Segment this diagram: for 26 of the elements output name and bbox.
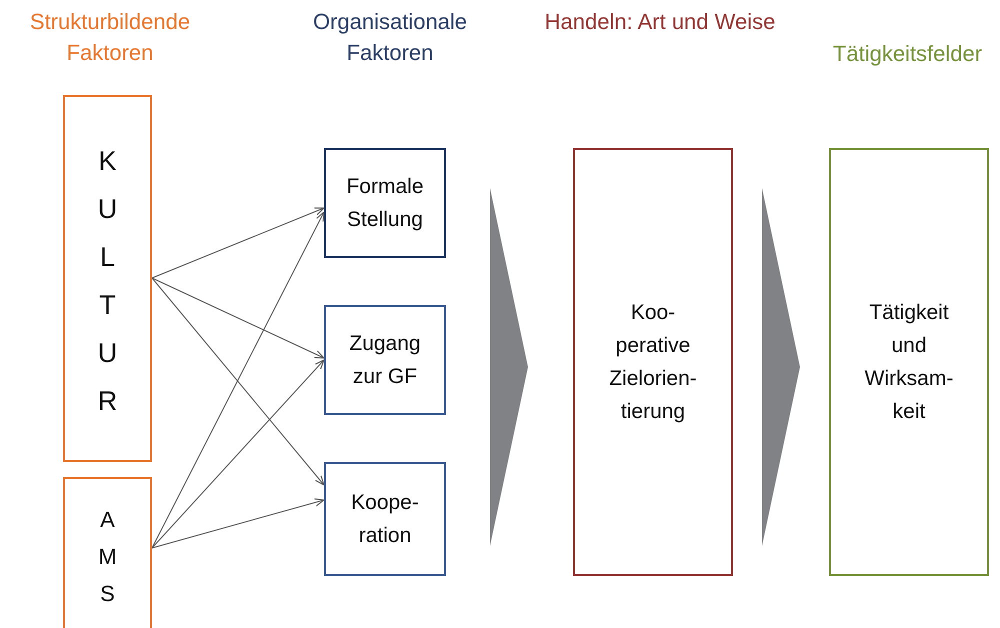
box-text: Zugang zur GF xyxy=(348,331,422,390)
arrow xyxy=(152,207,325,278)
chevron-triangle xyxy=(762,188,800,546)
box-text: Formale Stellung xyxy=(345,174,425,233)
box-text: K U L T U R xyxy=(96,145,118,418)
column-heading: Handeln: Art und Weise xyxy=(544,8,776,36)
ams-box xyxy=(63,477,152,628)
culture-box xyxy=(63,95,152,462)
process-box xyxy=(829,148,989,576)
process-box xyxy=(324,148,446,258)
arrow xyxy=(152,211,325,548)
arrow xyxy=(152,498,325,548)
box-text: Koope- ration xyxy=(350,490,420,549)
column-heading: Tätigkeitsfelder xyxy=(832,40,984,68)
process-box xyxy=(573,148,733,576)
box-text: A M S xyxy=(97,506,118,608)
process-box xyxy=(324,305,446,415)
process-box xyxy=(324,462,446,576)
arrow xyxy=(152,278,325,359)
chevron-triangle xyxy=(490,188,528,546)
column-heading: Strukturbildende Faktoren xyxy=(28,8,192,67)
box-text: Tätigkeit und Wirksam- keit xyxy=(864,300,954,425)
box-text: Koo- perative Zielorien- tierung xyxy=(608,300,698,425)
arrow xyxy=(152,278,325,486)
column-heading: Organisationale Faktoren xyxy=(312,8,468,67)
arrow xyxy=(152,359,325,548)
